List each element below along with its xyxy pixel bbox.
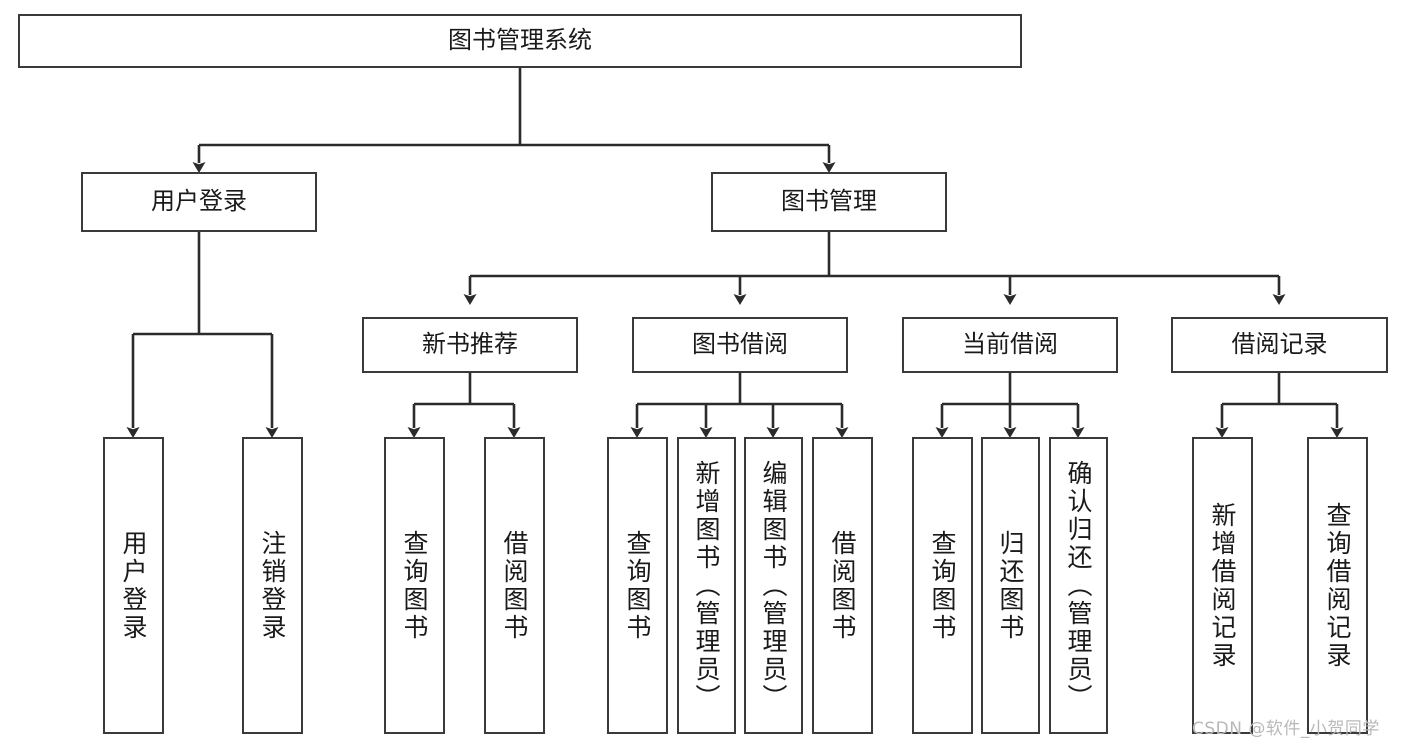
node-leaf-confirm-return[interactable]: 确认归还（管理员） [1049, 437, 1108, 734]
node-leaf-logout[interactable]: 注销登录 [242, 437, 303, 734]
node-leaf-add-book[interactable]: 新增图书（管理员） [677, 437, 736, 734]
node-new-book-rec[interactable]: 新书推荐 [362, 317, 578, 373]
node-leaf-borrow-book-1[interactable]: 借阅图书 [484, 437, 545, 734]
node-leaf-query-record[interactable]: 查询借阅记录 [1307, 437, 1368, 734]
node-borrow-record[interactable]: 借阅记录 [1171, 317, 1388, 373]
node-root-label: 图书管理系统 [448, 26, 592, 55]
node-leaf-query-book-2-label: 查询图书 [623, 529, 652, 642]
node-borrow-record-label: 借阅记录 [1231, 330, 1328, 359]
node-leaf-return-book-label: 归还图书 [996, 529, 1025, 642]
node-book-manage[interactable]: 图书管理 [711, 172, 947, 232]
node-book-borrow-label: 图书借阅 [692, 330, 788, 359]
node-new-book-rec-label: 新书推荐 [422, 330, 518, 359]
node-leaf-edit-book-label: 编辑图书（管理员） [759, 459, 788, 712]
node-current-borrow[interactable]: 当前借阅 [902, 317, 1118, 373]
node-leaf-query-book-3-label: 查询图书 [928, 529, 957, 642]
node-leaf-add-record[interactable]: 新增借阅记录 [1192, 437, 1253, 734]
node-leaf-query-book-1[interactable]: 查询图书 [384, 437, 445, 734]
node-leaf-add-record-label: 新增借阅记录 [1208, 501, 1237, 670]
node-leaf-confirm-return-label: 确认归还（管理员） [1064, 459, 1093, 712]
node-leaf-return-book[interactable]: 归还图书 [981, 437, 1040, 734]
node-leaf-borrow-book-2[interactable]: 借阅图书 [812, 437, 873, 734]
node-leaf-query-record-label: 查询借阅记录 [1323, 501, 1352, 670]
csdn-watermark: CSDN @软件_小贺同学 [1192, 719, 1380, 739]
node-leaf-query-book-2[interactable]: 查询图书 [607, 437, 668, 734]
node-leaf-query-book-3[interactable]: 查询图书 [912, 437, 973, 734]
node-leaf-add-book-label: 新增图书（管理员） [692, 459, 721, 712]
node-book-manage-label: 图书管理 [781, 187, 877, 216]
node-leaf-user-login[interactable]: 用户登录 [103, 437, 164, 734]
node-leaf-borrow-book-2-label: 借阅图书 [828, 529, 857, 642]
node-user-login[interactable]: 用户登录 [81, 172, 317, 232]
node-leaf-query-book-1-label: 查询图书 [400, 529, 429, 642]
node-user-login-label: 用户登录 [151, 187, 247, 216]
node-leaf-user-login-label: 用户登录 [119, 529, 148, 642]
node-leaf-edit-book[interactable]: 编辑图书（管理员） [744, 437, 803, 734]
node-current-borrow-label: 当前借阅 [962, 330, 1058, 359]
node-book-borrow[interactable]: 图书借阅 [632, 317, 848, 373]
node-leaf-logout-label: 注销登录 [258, 529, 287, 642]
node-root[interactable]: 图书管理系统 [18, 14, 1022, 68]
node-leaf-borrow-book-1-label: 借阅图书 [500, 529, 529, 642]
